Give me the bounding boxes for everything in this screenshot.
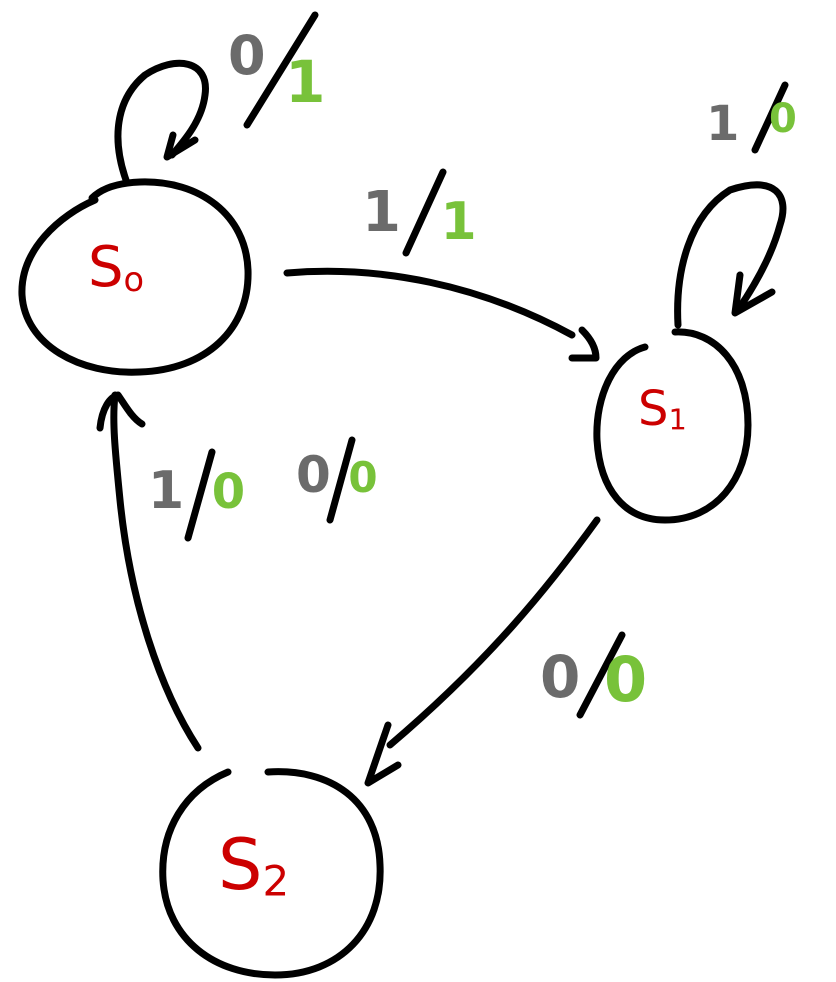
state-s1-label: S1 [638,381,687,437]
slash-s1-s2 [576,631,626,719]
state-s0-label: So [88,235,145,300]
s1-to-s2-arrowhead [364,721,402,787]
transition-label-s0-s0: 0 1 [228,24,326,116]
transition-label-s0-s1: 1 1 [362,180,477,252]
state-s2-label: S2 [218,824,290,906]
s1-to-s2-arrow [386,516,601,749]
transition-label-s2-s0: 1 0 [148,461,246,521]
s1-self-loop-arrowhead [731,271,776,317]
state-s1-circle [593,328,752,524]
transition-label-center: 0 0 [296,446,378,504]
s0-self-loop-arrowhead [163,131,199,161]
slash-s2-s0 [184,448,216,542]
s0-self-loop-arrow [114,59,209,184]
slash-s0-s1 [402,168,447,257]
transition-label-s1-s2: 0 0 [540,643,648,716]
s2-to-s0-arrowhead [96,391,146,432]
s0-to-s1-arrowhead [568,326,600,362]
state-s2-circle [159,768,384,979]
slash-s0-self [243,11,319,129]
s0-to-s1-arrow [283,267,576,339]
s1-self-loop-arrow [674,181,787,329]
slash-s1-self [751,81,789,154]
state-s0-circle [18,178,252,376]
slash-center [326,436,356,524]
s2-to-s0-arrow [110,391,202,752]
transition-label-s1-s1: 1 0 [706,96,797,152]
